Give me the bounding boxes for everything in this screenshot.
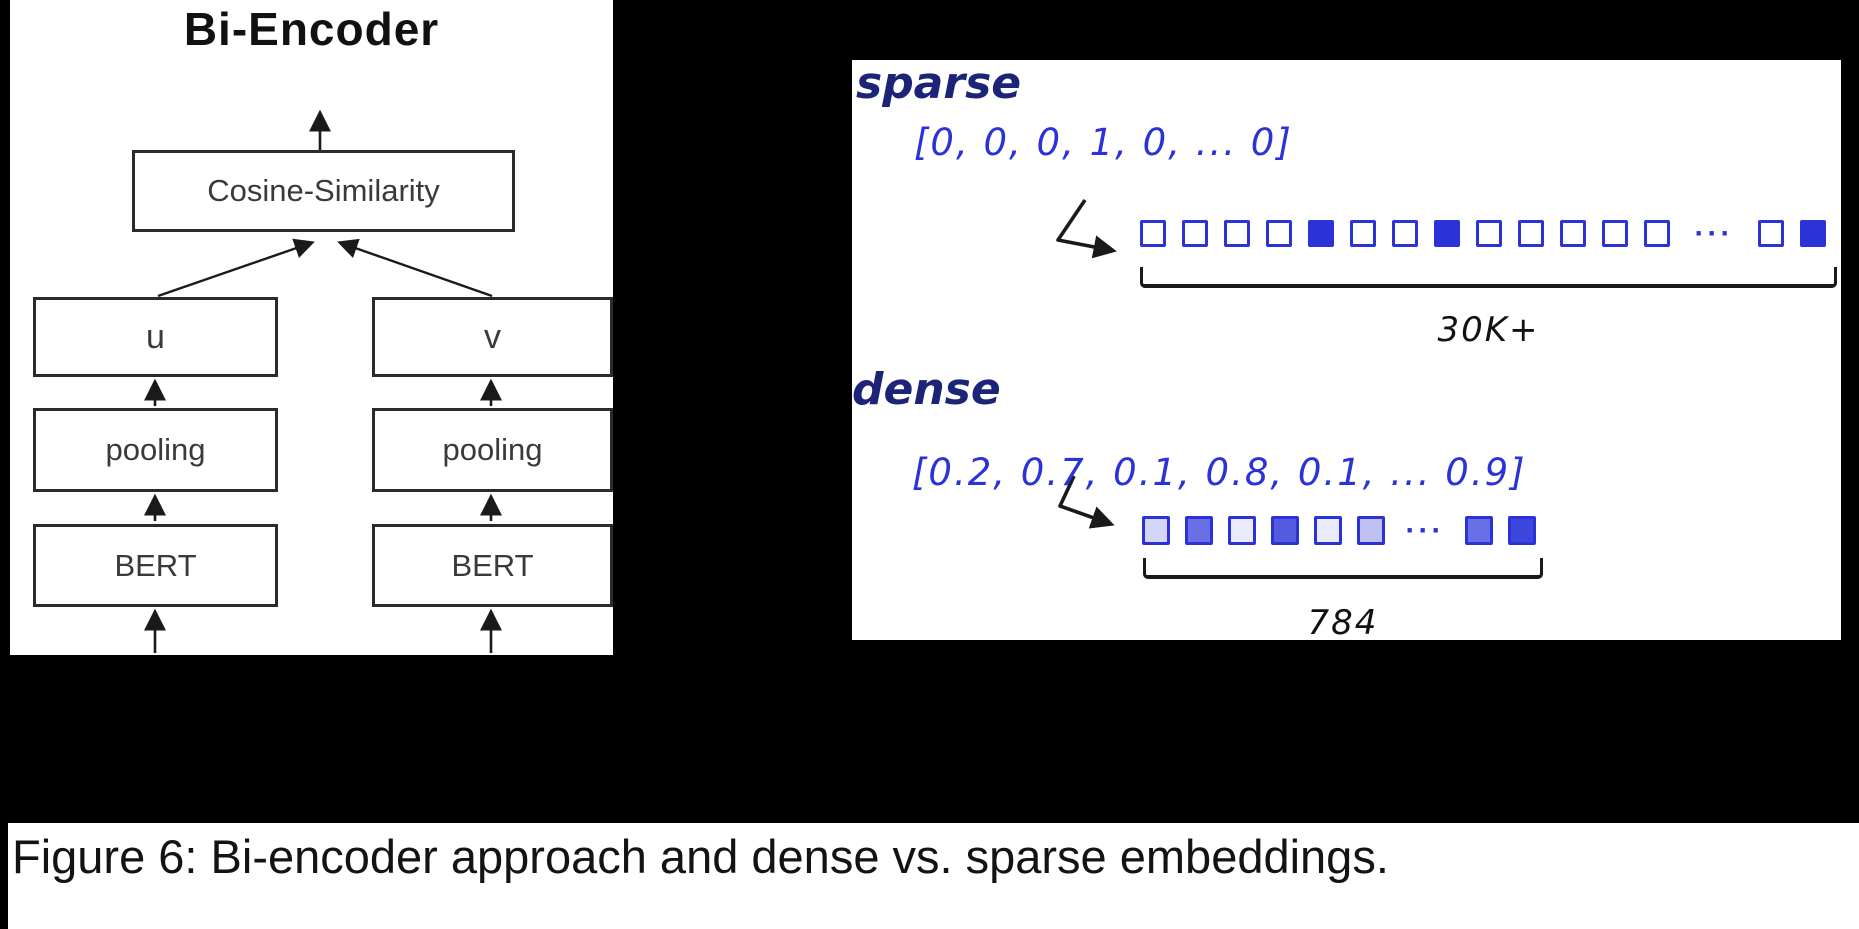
vector-cell	[1476, 220, 1502, 247]
bert-box-right: BERT	[372, 524, 613, 607]
vector-cell	[1357, 516, 1385, 545]
cosine-similarity-box: Cosine-Similarity	[132, 150, 515, 232]
v-vector-box: v	[372, 297, 613, 377]
sparse-vector-squares: ···	[1140, 216, 1826, 250]
vector-cell	[1518, 220, 1544, 247]
vector-cell	[1434, 220, 1460, 247]
vector-cell	[1182, 220, 1208, 247]
panel-title: Bi-Encoder	[183, 3, 440, 55]
pooling-box-left: pooling	[33, 408, 278, 492]
bert-box-left: BERT	[33, 524, 278, 607]
vector-cell	[1266, 220, 1292, 247]
ellipsis-dots: ···	[1405, 513, 1445, 547]
vector-cell	[1142, 516, 1170, 545]
vector-cell	[1308, 220, 1334, 247]
vector-cell	[1758, 220, 1784, 247]
sparse-vector-text: [0, 0, 0, 1, 0, ... 0]	[914, 121, 1293, 164]
caption-band: Figure 6: Bi-encoder approach and dense …	[8, 823, 1859, 929]
vector-cell	[1271, 516, 1299, 545]
arrow-u-to-cosine	[157, 238, 315, 298]
arrow-v-to-cosine	[337, 238, 493, 298]
embeddings-panel: sparse [0, 0, 0, 1, 0, ... 0] ··· 30K+ d…	[852, 60, 1841, 640]
sparse-label: sparse	[856, 58, 1022, 109]
vector-cell	[1392, 220, 1418, 247]
vector-cell	[1185, 516, 1213, 545]
dense-dimension-bracket	[1143, 558, 1543, 579]
pooling-box-right: pooling	[372, 408, 613, 492]
vector-cell	[1800, 220, 1826, 247]
vector-cell	[1465, 516, 1493, 545]
vector-cell	[1508, 516, 1536, 545]
vector-cell	[1560, 220, 1586, 247]
vector-cell	[1228, 516, 1256, 545]
vector-cell	[1350, 220, 1376, 247]
vector-cell	[1140, 220, 1166, 247]
dense-vector-squares: ···	[1142, 513, 1536, 547]
bi-encoder-panel: Bi-Encoder Cosine-Similarity u v pooling…	[10, 0, 613, 655]
dense-vector-text: [0.2, 0.7, 0.1, 0.8, 0.1, ... 0.9]	[912, 451, 1527, 494]
dense-dimension-label: 784	[1307, 603, 1379, 643]
vector-cell	[1314, 516, 1342, 545]
figure-caption: Figure 6: Bi-encoder approach and dense …	[12, 830, 1389, 883]
ellipsis-dots: ···	[1694, 216, 1734, 250]
dense-label: dense	[852, 364, 1001, 415]
vector-cell	[1602, 220, 1628, 247]
sparse-dimension-bracket	[1140, 267, 1837, 288]
sparse-dimension-label: 30K+	[1437, 310, 1540, 350]
vector-cell	[1224, 220, 1250, 247]
vector-cell	[1644, 220, 1670, 247]
u-vector-box: u	[33, 297, 278, 377]
sparse-pointer-arrow	[1056, 198, 1117, 259]
